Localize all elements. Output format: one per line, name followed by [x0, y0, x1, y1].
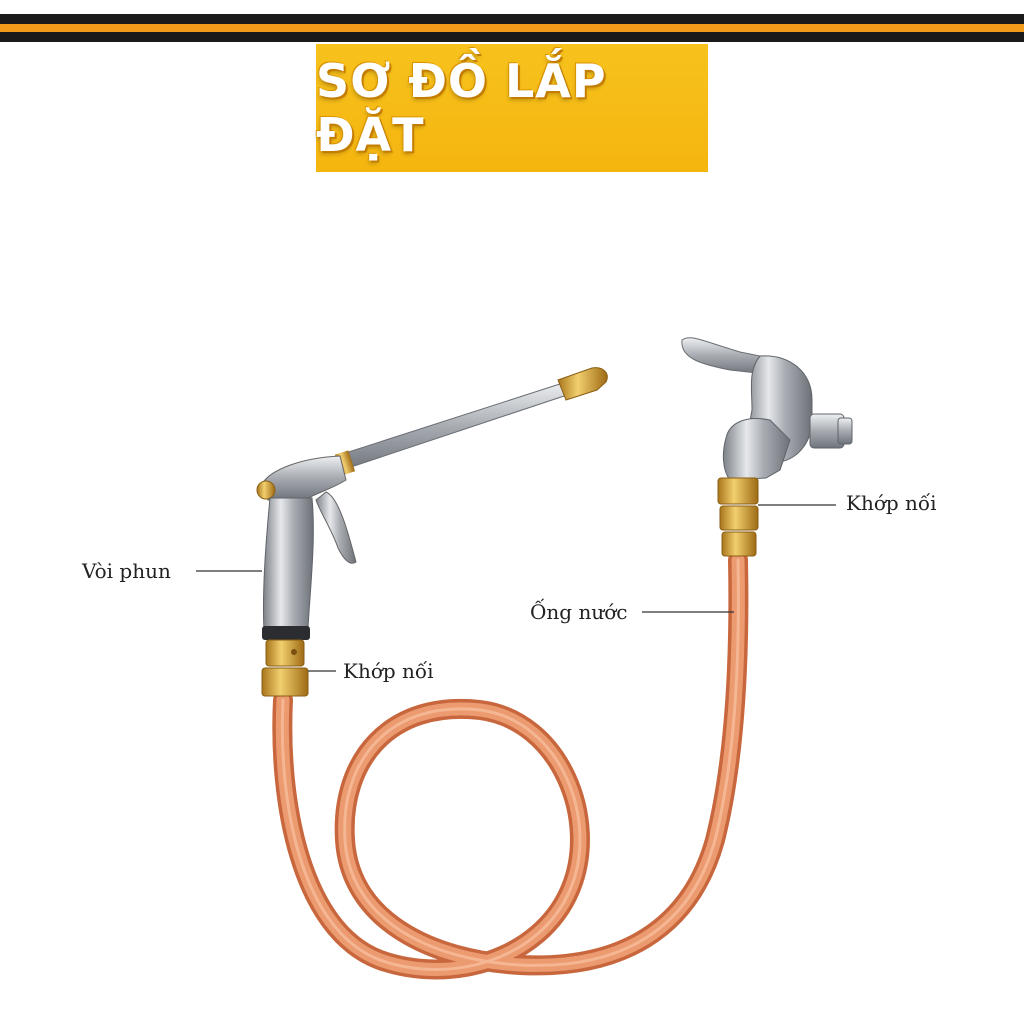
label-connector-gun: Khớp nối — [343, 659, 434, 683]
top-stripe-orange — [0, 24, 1024, 32]
faucet-icon — [681, 337, 853, 557]
title-banner: SƠ ĐỒ LẮP ĐẶT — [316, 44, 708, 172]
label-water-hose: Ống nước — [530, 600, 628, 624]
top-stripe-dark-1 — [0, 14, 1024, 24]
top-stripe-dark-2 — [0, 32, 1024, 42]
label-connector-tap: Khớp nối — [846, 491, 937, 515]
label-spray-gun: Vòi phun — [82, 559, 171, 583]
page-title: SƠ ĐỒ LẮP ĐẶT — [316, 54, 607, 162]
spray-gun-icon — [256, 367, 608, 697]
garden-hose-icon — [272, 550, 749, 980]
top-stripe-bar — [0, 0, 1024, 48]
